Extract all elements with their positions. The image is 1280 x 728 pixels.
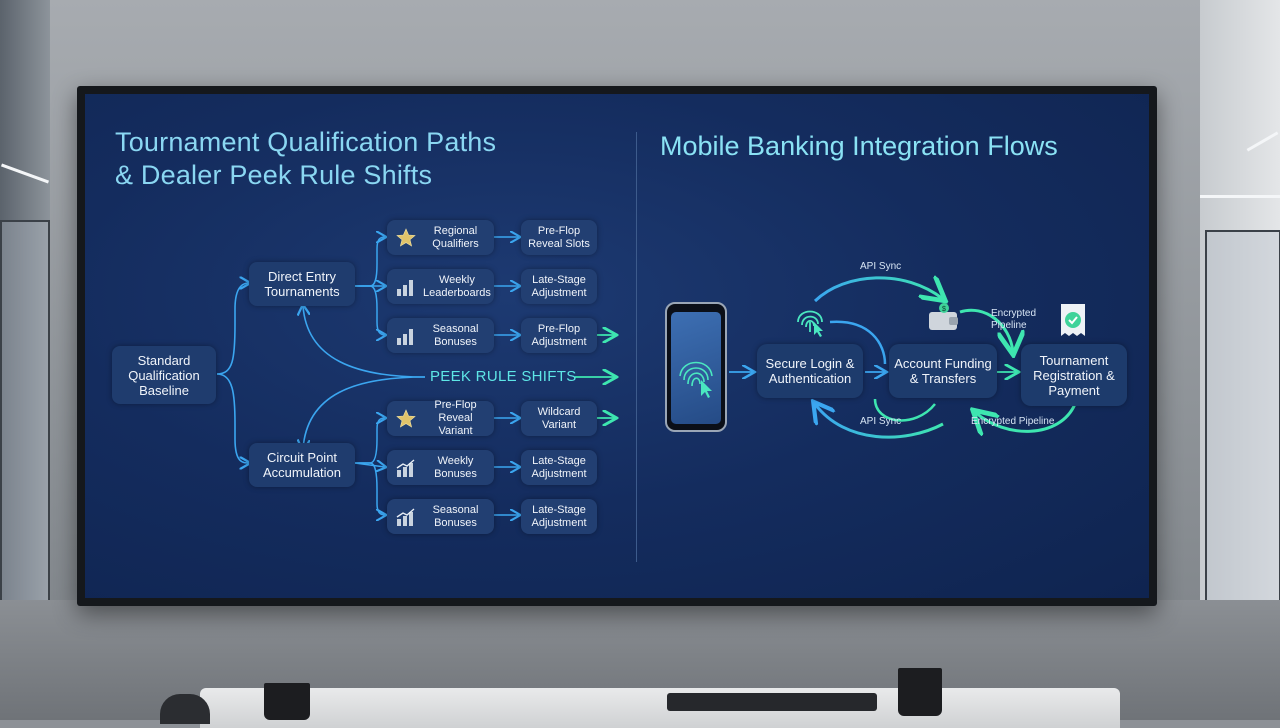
wallet-icon: $ xyxy=(929,303,958,330)
bar-chart-icon xyxy=(395,325,417,347)
node-secure-login: Secure Login & Authentication xyxy=(757,344,863,398)
node-standard-baseline: Standard Qualification Baseline xyxy=(112,346,216,404)
node-result-late-stage-top: Late-Stage Adjustment xyxy=(521,269,597,304)
node-regional-qualifiers: Regional Qualifiers xyxy=(387,220,494,255)
svg-text:$: $ xyxy=(942,306,946,313)
star-icon xyxy=(395,227,417,249)
node-seasonal-bonuses-bottom: Seasonal Bonuses xyxy=(387,499,494,534)
label-weekly-bonuses: Weekly Bonuses xyxy=(434,454,477,480)
conference-table xyxy=(200,688,1120,728)
node-tournament-registration: Tournament Registration & Payment xyxy=(1021,344,1127,406)
node-direct-entry: Direct Entry Tournaments xyxy=(249,262,355,306)
display-screen: Tournament Qualification Paths & Dealer … xyxy=(85,94,1149,598)
node-result-late-stage-bottom: Late-Stage Adjustment xyxy=(521,499,597,534)
node-weekly-bonuses: Weekly Bonuses xyxy=(387,450,494,485)
receipt-check-icon xyxy=(1061,304,1085,336)
phone-screen xyxy=(671,312,721,424)
keyboard xyxy=(667,693,877,711)
ceiling-light xyxy=(1200,195,1280,198)
node-result-late-stage-mid: Late-Stage Adjustment xyxy=(521,450,597,485)
encrypted-pipeline-bottom-label: Encrypted Pipeline xyxy=(971,416,1055,427)
label-seasonal-bonuses-top: Seasonal Bonuses xyxy=(432,322,479,348)
node-result-preflop-reveal-slots: Pre-Flop Reveal Slots xyxy=(521,220,597,255)
node-account-funding: Account Funding & Transfers xyxy=(889,344,997,398)
node-preflop-reveal-variant: Pre-Flop Reveal Variant xyxy=(387,399,494,437)
fingerprint-icon xyxy=(797,310,823,337)
label-regional-qualifiers: Regional Qualifiers xyxy=(432,224,479,250)
label-weekly-leaderboards: Weekly Leaderboards xyxy=(423,273,491,299)
peek-rule-shifts-label: PEEK RULE SHIFTS xyxy=(430,368,577,385)
panel-divider xyxy=(636,132,637,562)
label-preflop-reveal-variant: Pre-Flop Reveal Variant xyxy=(434,399,477,437)
coffee-mug xyxy=(898,668,942,716)
api-sync-top-label: API Sync xyxy=(860,261,902,272)
node-circuit-point: Circuit Point Accumulation xyxy=(249,443,355,487)
node-result-preflop-adjustment: Pre-Flop Adjustment xyxy=(521,318,597,353)
label-seasonal-bonuses-bottom: Seasonal Bonuses xyxy=(432,503,479,529)
phone-icon xyxy=(665,302,727,432)
connector-lines xyxy=(216,94,1077,598)
node-result-wildcard-variant: Wildcard Variant xyxy=(521,401,597,436)
star-icon xyxy=(395,408,417,430)
left-panel-title: Tournament Qualification Paths & Dealer … xyxy=(115,126,595,192)
phone-notch xyxy=(687,306,705,310)
right-glass-door xyxy=(1205,230,1280,614)
chair xyxy=(160,694,210,724)
bar-chart-icon xyxy=(395,276,417,298)
fingerprint-icon xyxy=(679,361,713,398)
encrypted-pipeline-top-label: Encrypted Pipeline xyxy=(991,308,1037,331)
node-weekly-leaderboards: Weekly Leaderboards xyxy=(387,269,494,304)
right-panel-title: Mobile Banking Integration Flows xyxy=(660,131,1058,161)
trend-chart-icon xyxy=(395,457,417,479)
api-sync-bottom-label: API Sync xyxy=(860,416,902,427)
left-title-line2: & Dealer Peek Rule Shifts xyxy=(115,160,433,190)
coffee-mug xyxy=(264,683,310,720)
node-seasonal-bonuses-top: Seasonal Bonuses xyxy=(387,318,494,353)
trend-chart-icon xyxy=(395,506,417,528)
glass-door xyxy=(0,220,50,604)
left-title-line1: Tournament Qualification Paths xyxy=(115,127,497,157)
